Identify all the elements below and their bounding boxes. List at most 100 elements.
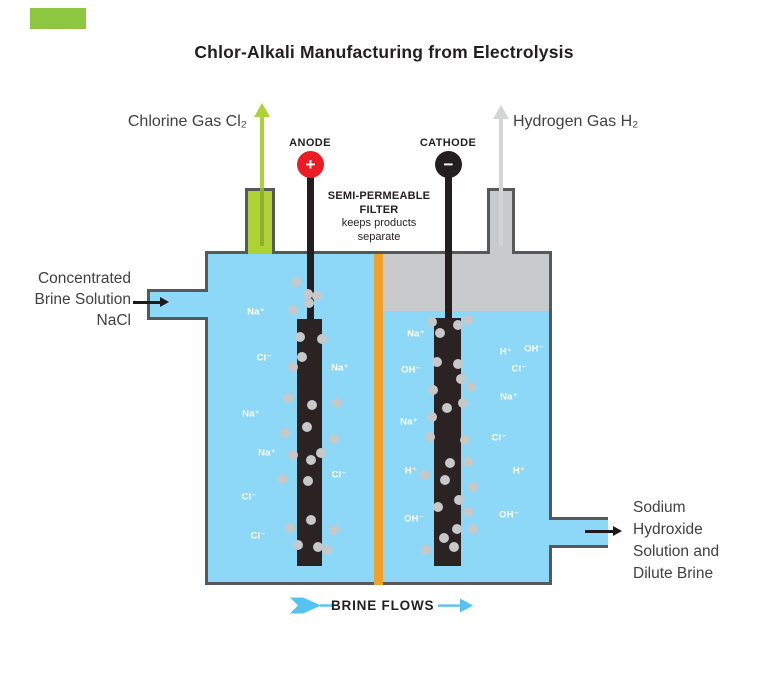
gas-bubble: [458, 398, 468, 408]
cathode-rod: [445, 175, 452, 320]
outlet-line2: Hydroxide: [633, 521, 703, 538]
gas-bubble: [329, 525, 339, 535]
gas-bubble: [468, 482, 478, 492]
inlet-arrow-icon: [133, 297, 169, 306]
gas-bubble: [283, 393, 293, 403]
anode-rod: [307, 175, 314, 322]
gas-bubble: [453, 320, 463, 330]
ion-label: OH⁻: [401, 364, 421, 376]
gas-bubble: [332, 398, 342, 408]
cathode-sign: −: [443, 154, 454, 174]
filter-note-line4: separate: [357, 230, 401, 243]
gas-bubble: [316, 448, 326, 458]
gas-bubble: [445, 458, 455, 468]
gas-bubble: [442, 403, 452, 413]
gas-bubble: [420, 470, 430, 480]
filter-note-line2: FILTER: [359, 203, 399, 216]
ion-label: Cl⁻: [511, 363, 527, 375]
cathode-minus-icon: −: [435, 151, 462, 178]
gas-bubble: [439, 533, 449, 543]
anode-plus-icon: +: [297, 151, 324, 178]
ion-label: Na⁺: [331, 362, 349, 374]
gas-bubble: [306, 455, 316, 465]
gas-bubble: [297, 352, 307, 362]
ion-label: H⁺: [404, 465, 418, 477]
outlet-line1: Sodium: [633, 499, 686, 516]
ion-label: OH⁻: [499, 509, 519, 521]
gas-bubble: [280, 428, 290, 438]
outlet-arrow-icon: [585, 526, 622, 535]
gas-bubble: [453, 359, 463, 369]
gas-bubble: [302, 422, 312, 432]
ion-label: Cl⁻: [250, 530, 266, 542]
gas-bubble: [466, 382, 476, 392]
hydrogen-headspace: [383, 254, 549, 311]
gas-bubble: [463, 315, 473, 325]
anode-sign: +: [305, 154, 316, 174]
hydrogen-arrow-shaft: [499, 118, 503, 246]
gas-bubble: [463, 507, 473, 517]
brine-flow-left-arrow-icon: [290, 597, 333, 614]
chlorine-arrow-icon: [254, 103, 270, 117]
gas-bubble: [293, 540, 303, 550]
gas-bubble: [303, 476, 313, 486]
ion-label: Na⁺: [258, 447, 276, 459]
chlorine-gas-label: Chlorine Gas Cl₂: [127, 113, 247, 130]
gas-bubble: [306, 515, 316, 525]
gas-bubble: [428, 385, 438, 395]
filter-note: SEMI-PERMEABLE FILTER keeps products sep…: [318, 190, 440, 244]
gas-bubble: [440, 475, 450, 485]
ion-label: Cl⁻: [256, 352, 272, 364]
brine-inlet-line1: Concentrated: [37, 270, 131, 287]
ion-label: Cl⁻: [491, 432, 507, 444]
gas-bubble: [456, 374, 466, 384]
semi-permeable-filter: [374, 254, 383, 585]
page-title: Chlor-Alkali Manufacturing from Electrol…: [194, 42, 574, 62]
filter-note-line3: keeps products: [341, 217, 417, 229]
anode-label: ANODE: [289, 137, 331, 149]
ion-label: OH⁻: [404, 513, 424, 525]
brine-flows-label: BRINE FLOWS: [331, 598, 435, 613]
outlet-label: Sodium Hydroxide Solution and Dilute Bri…: [633, 497, 758, 585]
ion-label: H⁺: [499, 346, 513, 358]
gas-bubble: [435, 328, 445, 338]
gas-bubble: [427, 412, 437, 422]
chlorine-arrow-shaft: [260, 116, 264, 188]
gas-bubble: [433, 502, 443, 512]
gas-bubble: [460, 435, 470, 445]
gas-bubble: [463, 457, 473, 467]
gas-bubble: [288, 305, 298, 315]
solution-outlet-pipe: [549, 517, 608, 548]
gas-bubble: [278, 474, 288, 484]
gas-bubble: [291, 277, 301, 287]
gas-bubble: [432, 357, 442, 367]
hydrogen-arrow-icon: [493, 105, 509, 119]
gas-bubble: [425, 432, 435, 442]
gas-bubble: [303, 289, 313, 299]
gas-bubble: [449, 542, 459, 552]
chlorine-arrow-shaft-inner: [260, 188, 264, 246]
green-swatch: [30, 8, 86, 29]
gas-bubble: [288, 450, 298, 460]
gas-bubble: [285, 523, 295, 533]
filter-note-line1: SEMI-PERMEABLE: [327, 190, 431, 202]
gas-bubble: [295, 332, 305, 342]
gas-bubble: [313, 542, 323, 552]
brine-flow-right-arrow-icon: [438, 598, 473, 613]
brine-inlet-pipe: [147, 289, 208, 320]
gas-bubble: [312, 291, 322, 301]
hydrogen-gas-label: Hydrogen Gas H₂: [513, 113, 639, 130]
outlet-line3: Solution and: [633, 543, 720, 560]
gas-bubble: [454, 495, 464, 505]
gas-bubble: [288, 362, 298, 372]
gas-bubble: [307, 400, 317, 410]
ion-label: Na⁺: [242, 408, 260, 420]
gas-bubble: [421, 545, 431, 555]
gas-bubble: [304, 298, 314, 308]
brine-inlet-line2: Brine Solution: [34, 291, 131, 308]
ion-label: H⁺: [512, 465, 526, 477]
brine-inlet-line3: NaCl: [96, 312, 131, 329]
ion-label: OH⁻: [524, 343, 544, 355]
